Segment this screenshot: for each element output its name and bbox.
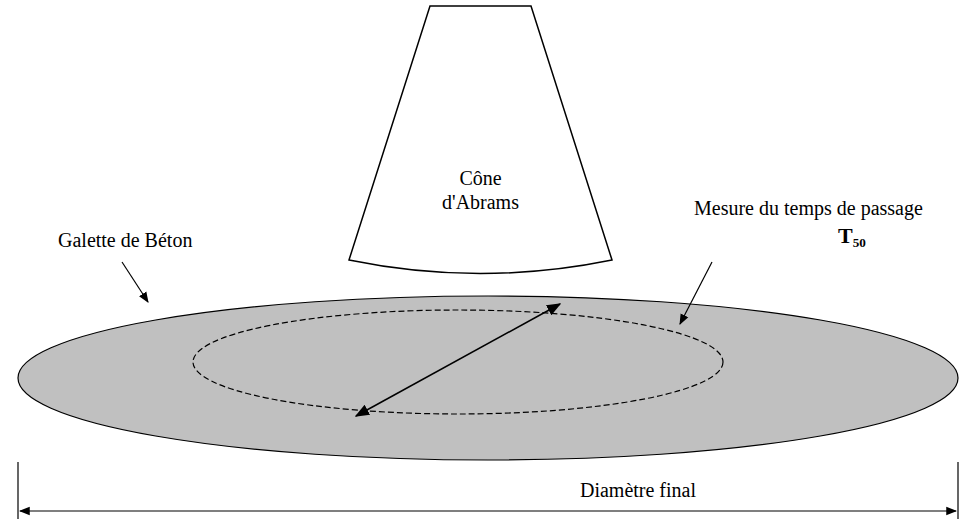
part-label: Galette de Béton xyxy=(58,228,192,252)
cone-label: Cône d'Abrams xyxy=(426,166,536,214)
t50-circle xyxy=(193,310,723,414)
symbol-label: T₅₀ xyxy=(838,224,866,248)
leader-arrow xyxy=(680,262,712,324)
concrete-patty xyxy=(18,296,958,460)
dimension-line xyxy=(20,510,956,511)
cone-outline xyxy=(348,5,613,280)
dimension-tick xyxy=(17,462,18,519)
dimension-tick xyxy=(957,462,958,519)
dimension-label: Diamètre final xyxy=(580,478,696,502)
abrams-cone: Cône d'Abrams xyxy=(348,5,613,280)
measure-label: Mesure du temps de passage xyxy=(694,196,923,220)
diameter-arrow xyxy=(356,304,560,416)
leader-arrow xyxy=(122,262,148,302)
